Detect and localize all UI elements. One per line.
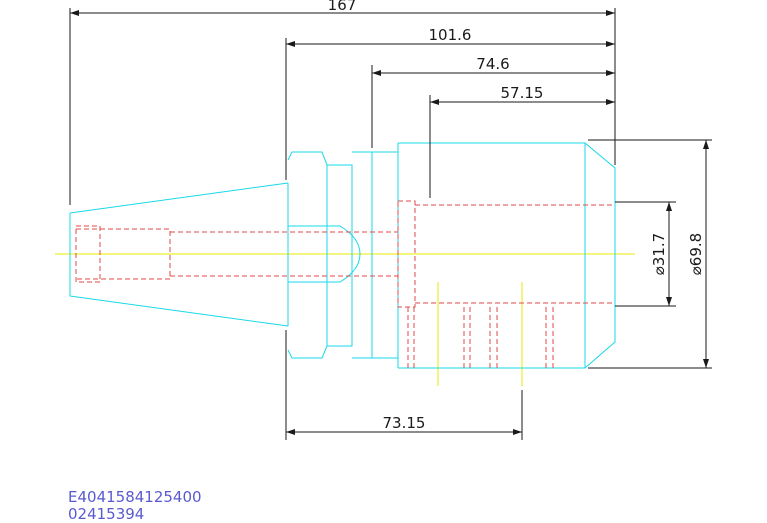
centerline [55,253,635,386]
dim-length-73: 73.15 [383,414,426,432]
hidden-lines [75,200,615,370]
dim-overall-length: 167 [328,0,357,14]
dim-length-101: 101.6 [429,26,472,44]
dim-length-57: 57.15 [501,84,544,102]
dim-diameter-31: ⌀31.7 [650,233,668,275]
part-code-primary: E4041584125400 [68,488,202,506]
part-code-secondary: 02415394 [68,505,145,523]
dim-diameter-69: ⌀69.8 [687,233,705,275]
dim-length-74: 74.6 [476,55,509,73]
dimension-lines [69,8,712,440]
tool-holder-outline [69,142,616,369]
